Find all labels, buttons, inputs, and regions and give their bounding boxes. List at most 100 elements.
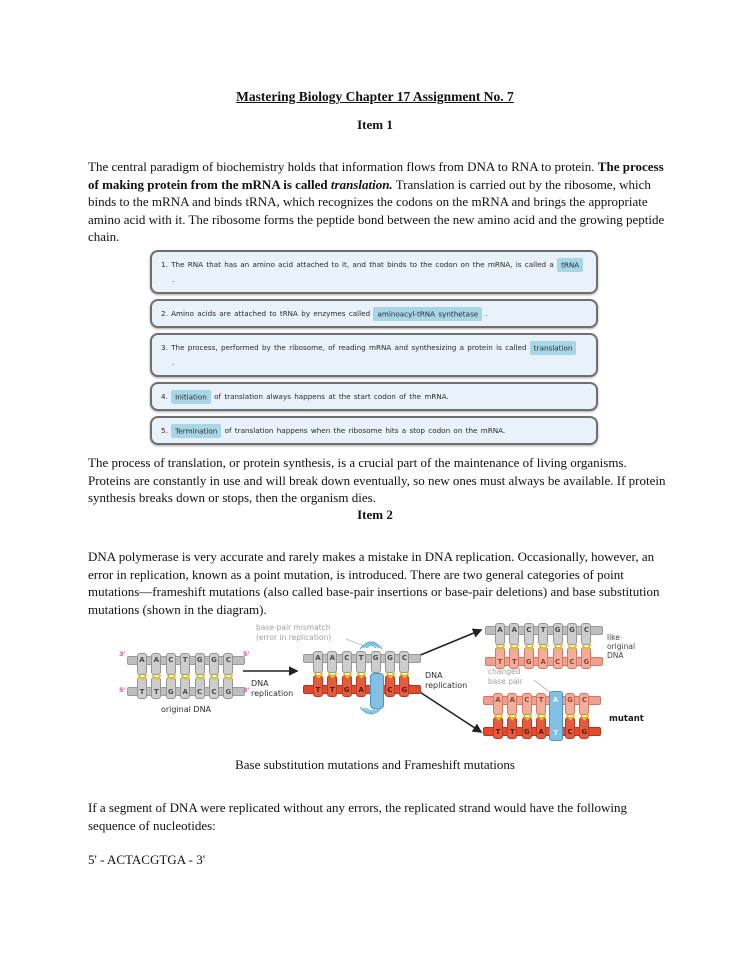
item2-heading: Item 2 — [357, 507, 393, 522]
nucleotide-base: A — [137, 653, 147, 675]
nucleotide-base: G — [370, 651, 381, 673]
nucleotide-base: G — [165, 677, 176, 699]
question-answer-list: 1. The RNA that has an amino acid attach… — [150, 250, 598, 450]
nucleotide-base: A — [495, 623, 505, 645]
nucleotide-base: G — [385, 651, 395, 673]
nucleotide-base: C — [165, 653, 176, 675]
changed-base-pair-label: changed base pair — [488, 667, 523, 686]
question-text: 2. Amino acids are attached to tRNA by e… — [161, 309, 374, 318]
nucleotide-base: C — [209, 677, 219, 699]
nucleotide-base: T — [356, 651, 367, 673]
nucleotide-base: G — [523, 647, 534, 669]
item2-outro-paragraph: If a segment of DNA were replicated with… — [88, 800, 627, 833]
nucleotide-base: A — [180, 677, 191, 699]
answer-highlight: aminoacyl-tRNA synthetase — [373, 306, 483, 321]
nucleotide-base: C — [523, 623, 534, 645]
para1-normal-text: The central paradigm of biochemistry hol… — [88, 159, 598, 174]
question-text: 5. — [161, 426, 172, 435]
nucleotide-base: T — [151, 677, 162, 699]
nucleotide-base: G — [579, 717, 590, 739]
nucleotide-base: C — [385, 675, 395, 697]
strand-end-label: 5' — [119, 686, 126, 694]
question-text: . — [482, 309, 488, 318]
question-box-1: 1. The RNA that has an amino acid attach… — [150, 250, 598, 294]
nucleotide-base: T — [313, 675, 323, 697]
like-original-label: like original DNA — [607, 633, 636, 660]
mismatch-wave-icon — [359, 706, 383, 715]
nucleotide-base: A — [327, 651, 338, 673]
nucleotide-base: G — [399, 675, 410, 697]
dna-sequence-text: 5' - ACTACGTGA - 3' — [88, 852, 206, 867]
document-title: Mastering Biology Chapter 17 Assignment … — [236, 89, 514, 104]
nucleotide-base: G — [565, 693, 575, 715]
nucleotide-base: C — [579, 693, 590, 715]
nucleotide-base: T — [507, 717, 518, 739]
nucleotide-base: A — [536, 717, 547, 739]
strand-end-label: 3' — [119, 650, 126, 658]
nucleotide-base: G — [223, 677, 234, 699]
nucleotide-base: C — [399, 651, 410, 673]
nucleotide-base: G — [209, 653, 219, 675]
mutant-label: mutant — [609, 714, 644, 724]
nucleotide-base: C — [194, 677, 205, 699]
answer-highlight: translation — [529, 340, 577, 355]
answer-highlight: tRNA — [557, 257, 584, 272]
question-text: 1. The RNA that has an amino acid attach… — [161, 260, 558, 269]
mismatch-label: base-pair mismatch (error in replication… — [256, 623, 332, 642]
nucleotide-base: T — [536, 693, 547, 715]
nucleotide-base: G — [521, 717, 532, 739]
nucleotide-base: A — [356, 675, 367, 697]
mismatched-base — [369, 673, 384, 709]
mutation-diagram: base-pair mismatch (error in replication… — [88, 617, 662, 751]
nucleotide-base: C — [552, 647, 563, 669]
nucleotide-base: A — [493, 693, 503, 715]
nucleotide-base: G — [581, 647, 592, 669]
nucleotide-base: G — [341, 675, 352, 697]
nucleotide-base: A — [313, 651, 323, 673]
nucleotide-base: C — [341, 651, 352, 673]
nucleotide-base: T — [327, 675, 338, 697]
question-text: of translation always happens at the sta… — [210, 392, 449, 401]
nucleotide-base: A — [552, 696, 559, 704]
para1-bold-italic-text: translation. — [330, 176, 393, 192]
figure-caption: Base substitution mutations and Frameshi… — [235, 757, 515, 772]
question-text: . — [172, 358, 175, 367]
nucleotide-base: C — [565, 717, 575, 739]
nucleotide-base: G — [552, 623, 563, 645]
item2-intro-paragraph: DNA polymerase is very accurate and rare… — [88, 549, 660, 617]
nucleotide-base: A — [538, 647, 549, 669]
question-box-3: 3. The process, performed by the ribosom… — [150, 333, 598, 377]
answer-highlight: Initiation — [171, 389, 211, 404]
nucleotide-base: T — [137, 677, 147, 699]
para1-bold-text: The process of making protein from the m… — [88, 159, 664, 192]
nucleotide-base: T — [180, 653, 191, 675]
question-text: of translation happens when the ribosome… — [221, 426, 506, 435]
nucleotide-base: T — [553, 729, 558, 737]
mismatch-wave-icon — [359, 641, 383, 650]
replication-label-1: DNA replication — [251, 679, 294, 698]
question-box-4: 4. Initiation of translation always happ… — [150, 382, 598, 411]
nucleotide-base: G — [567, 623, 577, 645]
strand-end-label: 5' — [243, 650, 250, 658]
nucleotide-base: C — [223, 653, 234, 675]
answer-highlight: Termination — [171, 423, 222, 438]
nucleotide-base: C — [567, 647, 577, 669]
nucleotide-base: A — [151, 653, 162, 675]
nucleotide-base: A — [509, 623, 520, 645]
question-text: 4. — [161, 392, 172, 401]
strand-end-label: 3' — [243, 686, 250, 694]
item1-heading: Item 1 — [357, 117, 393, 132]
question-box-5: 5. Termination of translation happens wh… — [150, 416, 598, 445]
replication-label-2: DNA replication — [425, 671, 468, 690]
nucleotide-base: G — [194, 653, 205, 675]
nucleotide-base: T — [495, 647, 505, 669]
item1-intro-paragraph: The central paradigm of biochemistry hol… — [88, 158, 666, 246]
original-dna-label: original DNA — [160, 705, 212, 714]
nucleotide-base: C — [521, 693, 532, 715]
